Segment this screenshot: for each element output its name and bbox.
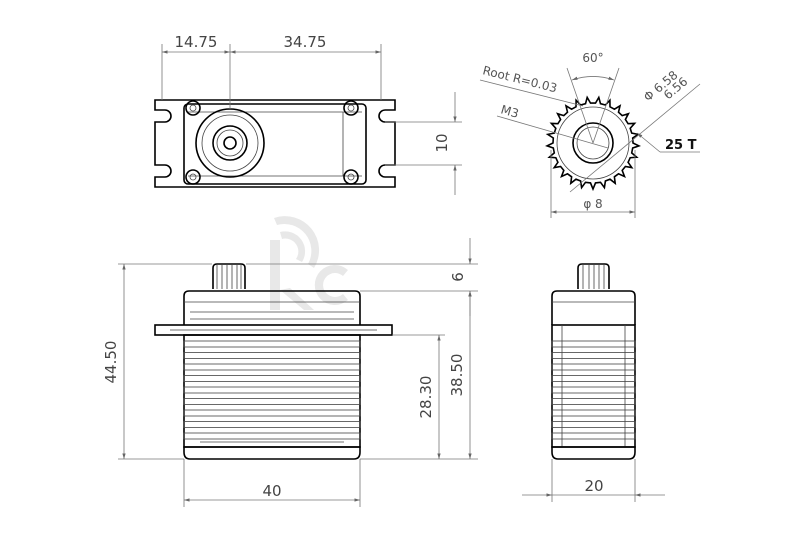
dim-hole-spacing-label: 34.75 xyxy=(284,33,327,51)
side-body xyxy=(183,334,361,448)
side-fin xyxy=(183,375,361,382)
top-view-case xyxy=(183,103,367,185)
end-fin xyxy=(551,386,636,394)
end-fin xyxy=(551,409,636,417)
end-cooling-fins xyxy=(551,340,636,440)
end-fin xyxy=(551,375,636,382)
end-view: 20 xyxy=(522,263,665,502)
end-bottom-cap xyxy=(551,446,636,460)
gear-angle-label: 60° xyxy=(582,51,603,65)
end-fin xyxy=(551,421,636,428)
dim-end-width-label: 20 xyxy=(584,477,603,495)
teeth-count-label: 25 T xyxy=(665,138,697,153)
screw-top-left xyxy=(185,100,201,116)
dim-body-height-label: 38.50 xyxy=(448,354,466,397)
side-fin xyxy=(183,432,361,440)
end-fin xyxy=(551,340,636,348)
gear-bore xyxy=(572,122,614,164)
top-view: 14.75 34.75 10 xyxy=(154,33,462,195)
root-radius-label: Root R=0.03 xyxy=(481,63,558,95)
watermark-logo xyxy=(270,216,348,310)
screw-top-right xyxy=(343,100,359,116)
thread-label: M3 xyxy=(499,102,520,120)
gear-teeth xyxy=(545,95,641,192)
side-fin xyxy=(183,340,361,348)
end-body xyxy=(551,324,636,448)
side-fin xyxy=(183,352,361,359)
dim-width-label: 40 xyxy=(262,482,281,500)
side-fin xyxy=(183,421,361,428)
end-fin xyxy=(551,432,636,440)
screw-bottom-right xyxy=(343,169,359,185)
end-fin xyxy=(551,352,636,359)
side-output-shaft xyxy=(212,263,246,289)
side-fin xyxy=(183,398,361,405)
output-boss xyxy=(195,108,265,178)
side-view: 44.50 6 28.30 38.50 40 xyxy=(102,238,478,507)
top-view-plate xyxy=(154,99,396,188)
screw-bottom-left xyxy=(185,169,201,185)
side-fin xyxy=(183,363,361,371)
end-top-cap xyxy=(551,290,636,325)
gear-view: 60° Root R=0.03 M3 Φ 6.58 6.56 25 T φ 8 xyxy=(479,51,701,218)
dim-horn-height-label: 6 xyxy=(449,272,467,282)
diameter-base-label: φ 8 xyxy=(583,197,602,211)
end-fin xyxy=(551,363,636,371)
dim-offset-label: 14.75 xyxy=(175,33,218,51)
side-fin xyxy=(183,386,361,394)
end-fin xyxy=(551,398,636,405)
dim-total-height-label: 44.50 xyxy=(102,341,120,384)
side-bottom-cap xyxy=(183,446,361,460)
dim-flange-height-label: 28.30 xyxy=(417,376,435,419)
end-output-shaft xyxy=(577,263,610,289)
side-top-cap xyxy=(183,290,361,325)
side-cooling-fins xyxy=(183,340,361,440)
output-spline xyxy=(212,125,248,161)
dim-height-label: 10 xyxy=(433,133,451,152)
side-fin xyxy=(183,409,361,417)
